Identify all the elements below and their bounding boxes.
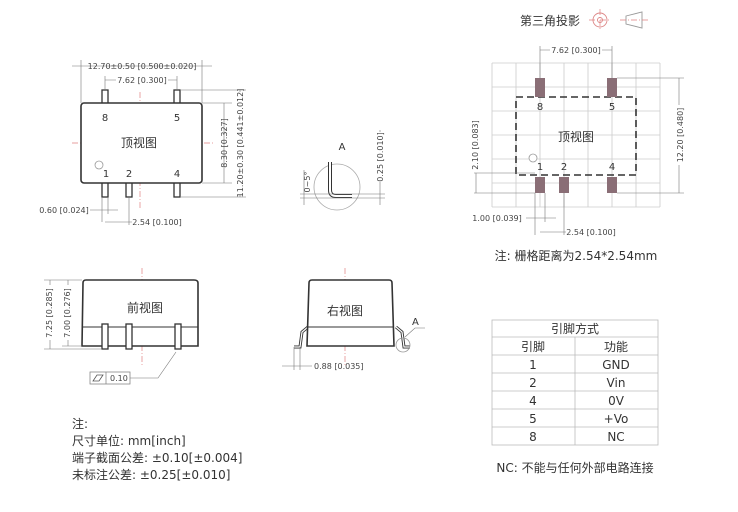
flatness-value: 0.10 — [110, 374, 128, 383]
pin-label: 1 — [537, 162, 543, 173]
view-title: 顶视图 — [558, 129, 594, 144]
right-view: 右视图 A 0.88 [0.035] — [282, 268, 425, 371]
note-line: 端子截面公差: ±0.10[±0.004] — [72, 451, 242, 465]
table-cell-pin: 5 — [529, 412, 537, 426]
pin1-marker-icon — [528, 153, 538, 163]
pin — [174, 323, 182, 350]
pin-label: 8 — [537, 102, 543, 113]
pad — [559, 177, 569, 193]
package-body — [81, 279, 199, 347]
pin-table: 引脚方式 引脚 功能 1 GND 2 Vin 4 0V 5 +Vo 8 NC NC: 不能与任何外… — [491, 319, 659, 475]
pad — [607, 78, 617, 97]
detail-label: A — [339, 142, 346, 153]
dim-pad-width: 1.00 [0.039] — [472, 214, 522, 223]
pin — [125, 181, 133, 198]
pin-label: 4 — [174, 169, 180, 180]
front-view: 前视图 7.25 [0.285] 7.00 [0.276] 0.10 — [44, 268, 199, 385]
table-cell-pin: 8 — [529, 430, 537, 444]
table-header: 功能 — [604, 340, 628, 354]
dim-pitch-outer: 7.62 [0.300] — [551, 46, 601, 55]
projection-label: 第三角投影 — [520, 13, 580, 28]
top-view: 8 5 1 2 4 顶视图 12.70±0.50 [0.500±0.020] 7… — [39, 60, 246, 227]
detail-callout: A — [412, 317, 419, 328]
table-cell-function: 0V — [608, 394, 625, 408]
dim-pitch: 2.54 [0.100] — [566, 228, 616, 237]
dim-pin-width: 0.60 [0.024] — [39, 206, 89, 215]
dim-width: 12.70±0.50 [0.500±0.020] — [88, 62, 197, 71]
footprint-view: 8 5 1 2 4 顶视图 7.62 [0.300] 12.20 [0.480]… — [471, 45, 685, 263]
pin — [101, 89, 109, 105]
table-cell-pin: 2 — [529, 376, 537, 390]
pin-label: 1 — [103, 169, 109, 180]
view-title: 顶视图 — [121, 135, 157, 150]
dim-lead: 0.88 [0.035] — [314, 362, 364, 371]
dim-body-height: 8.30 [0.327] — [220, 118, 229, 168]
notes-title: 注: — [72, 416, 88, 431]
table-cell-function: +Vo — [604, 412, 629, 426]
dim-total-height: 11.20±0.30 [0.441±0.012] — [236, 89, 245, 198]
pad — [535, 177, 545, 193]
table-cell-function: Vin — [607, 376, 626, 390]
table-cell-function: GND — [602, 358, 630, 372]
grid-note: 注: 栅格距离为2.54*2.54mm — [495, 248, 658, 263]
projection-symbol: 第三角投影 — [520, 9, 648, 31]
table-cell-pin: 1 — [529, 358, 537, 372]
pin1-marker-icon — [94, 160, 104, 170]
dim-angle: 0~5° — [303, 172, 312, 193]
pin-label: 8 — [102, 113, 108, 124]
detail-a: A 0~5° 0.25 [0.010] — [300, 130, 385, 211]
pad — [535, 78, 545, 97]
pin — [173, 181, 181, 198]
package-body — [306, 279, 395, 347]
dim-height: 12.20 [0.480] — [676, 108, 685, 163]
pin — [101, 181, 109, 198]
dim-total: 7.25 [0.285] — [45, 288, 54, 338]
table-cell-pin: 4 — [529, 394, 537, 408]
dim-thickness: 0.25 [0.010] — [376, 132, 385, 182]
dim-body: 7.00 [0.276] — [63, 288, 72, 338]
view-title: 前视图 — [127, 300, 163, 315]
pin — [173, 89, 181, 105]
table-header: 引脚 — [521, 339, 545, 354]
pad — [607, 177, 617, 193]
table-title: 引脚方式 — [551, 321, 599, 336]
pin — [125, 323, 133, 350]
dim-pitch-outer: 7.62 [0.300] — [117, 76, 167, 85]
pin-label: 5 — [609, 102, 615, 113]
pin-label: 2 — [561, 162, 567, 173]
pin — [101, 323, 109, 350]
notes: 注: 尺寸单位: mm[inch] 端子截面公差: ±0.10[±0.004] … — [72, 416, 242, 482]
flatness-icon — [92, 374, 104, 382]
nc-note: NC: 不能与任何外部电路连接 — [496, 460, 653, 475]
package-body — [80, 102, 203, 184]
table-cell-function: NC — [607, 430, 624, 444]
pin-label: 2 — [126, 169, 132, 180]
note-line: 尺寸单位: mm[inch] — [72, 433, 186, 448]
pin-label: 4 — [609, 162, 615, 173]
dim-pitch: 2.54 [0.100] — [132, 218, 182, 227]
view-title: 右视图 — [327, 303, 363, 318]
pin-label: 5 — [174, 113, 180, 124]
note-line: 未标注公差: ±0.25[±0.010] — [72, 467, 230, 482]
dim-pad-length: 2.10 [0.083] — [471, 120, 480, 170]
projection-cone-icon — [625, 11, 643, 29]
package-outline — [515, 96, 637, 176]
